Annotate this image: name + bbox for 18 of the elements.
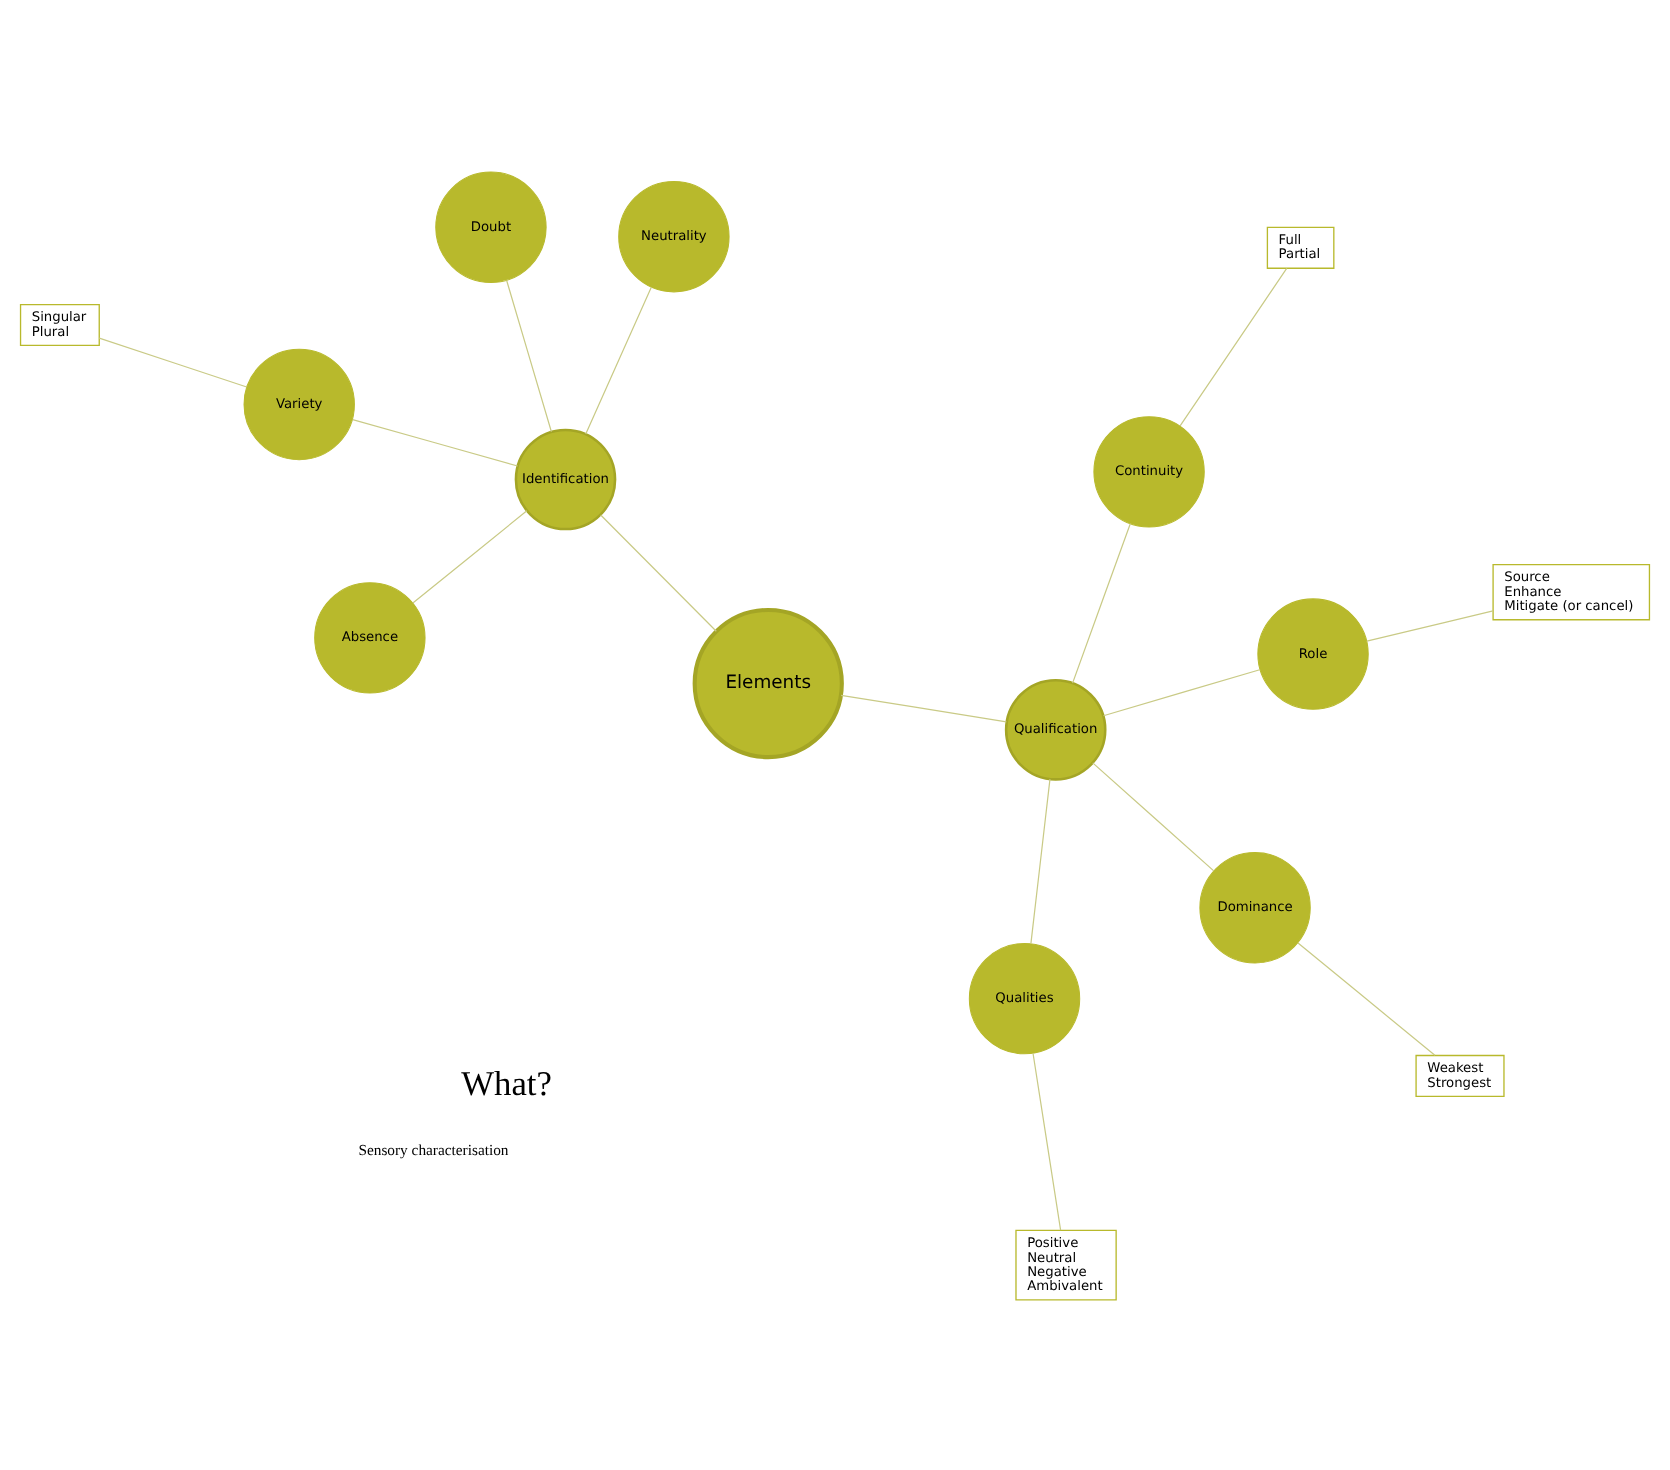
connector xyxy=(1032,1051,1062,1230)
connector xyxy=(412,509,528,603)
connector xyxy=(1092,761,1215,871)
connector xyxy=(1102,668,1261,716)
connector xyxy=(600,513,717,631)
connector xyxy=(98,336,248,387)
connector xyxy=(352,417,519,466)
connector xyxy=(1071,522,1131,683)
label: Sensory characterisation xyxy=(358,1140,509,1159)
label: What? xyxy=(461,1063,552,1102)
connector xyxy=(1366,609,1494,641)
connector xyxy=(840,693,1007,722)
connector xyxy=(1179,266,1288,426)
connector xyxy=(506,278,552,432)
connector xyxy=(1030,777,1051,944)
node-circle: Elements xyxy=(692,606,844,759)
connector xyxy=(585,285,652,434)
connector xyxy=(1297,941,1436,1055)
